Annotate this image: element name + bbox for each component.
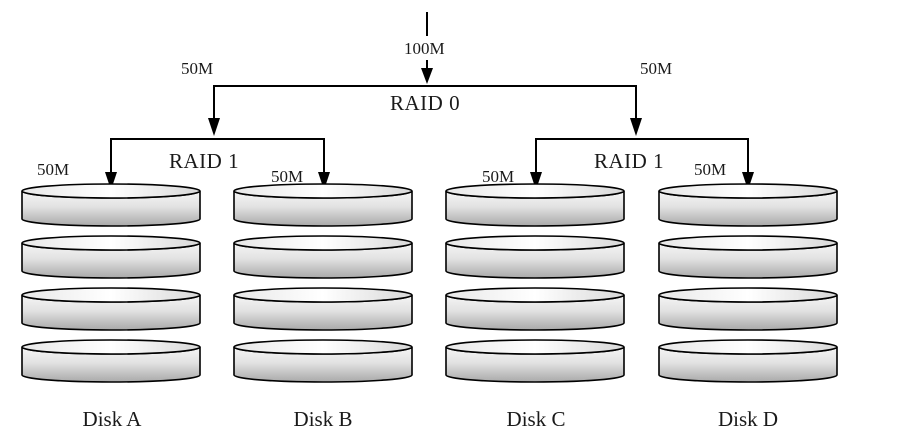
- disk-c-label: Disk C: [507, 407, 566, 431]
- disk-d-platter-1: [658, 183, 838, 227]
- disk-d-platter-2: [658, 235, 838, 279]
- raid1-group-1-label: RAID 1: [169, 149, 239, 173]
- disk-a-platter-1-top: [21, 183, 201, 199]
- disk-a-platter-4: [21, 339, 201, 383]
- disk-b-platter-4-top: [233, 339, 413, 355]
- disk-b-platter-3: [233, 287, 413, 331]
- disk-c-platter-2: [445, 235, 625, 279]
- raid1-1-right-arrow: [318, 172, 330, 190]
- raid1-group-1-left-size: 50M: [37, 160, 69, 179]
- raid0-label: RAID 0: [390, 91, 460, 115]
- disk-a-platter-2-top: [21, 235, 201, 251]
- disk-a-platter-1: [21, 183, 201, 227]
- disk-a-platter-3-top: [21, 287, 201, 303]
- raid0-right-size: 50M: [640, 59, 672, 78]
- raid0-connector: [208, 85, 642, 136]
- disk-d-platter-3: [658, 287, 838, 331]
- disk-b-stack: [233, 183, 413, 383]
- raid1-2-left-arrow: [530, 172, 542, 190]
- disk-c-stack: [445, 183, 625, 383]
- disk-d-stack: [658, 183, 838, 383]
- disk-a-platter-2: [21, 235, 201, 279]
- raid1-group-2-right-size: 50M: [694, 160, 726, 179]
- disk-b-label: Disk B: [294, 407, 353, 431]
- disk-a-platter-4-top: [21, 339, 201, 355]
- disk-d-platter-4: [658, 339, 838, 383]
- raid0-left-size: 50M: [181, 59, 213, 78]
- raid0-left-arrow: [208, 118, 220, 136]
- disk-d-label: Disk D: [718, 407, 778, 431]
- disk-d-platter-2-top: [658, 235, 838, 251]
- disk-a-stack: [21, 183, 201, 383]
- raid1-2-right-arrow: [742, 172, 754, 190]
- disk-a-platter-3: [21, 287, 201, 331]
- input-connector: [421, 12, 433, 84]
- disk-b-platter-1: [233, 183, 413, 227]
- disk-d-platter-1-top: [658, 183, 838, 199]
- disk-b-platter-2-top: [233, 235, 413, 251]
- disk-a-label: Disk A: [83, 407, 143, 431]
- raid1-group-1-right-size: 50M: [271, 167, 303, 186]
- disk-c-platter-1: [445, 183, 625, 227]
- raid1-group-1-connector: [105, 138, 330, 190]
- raid1-group-2-label: RAID 1: [594, 149, 664, 173]
- disk-c-platter-2-top: [445, 235, 625, 251]
- disk-d-platter-3-top: [658, 287, 838, 303]
- input-size-label: 100M: [404, 39, 445, 58]
- raid0-right-arrow: [630, 118, 642, 136]
- raid1-1-left-arrow: [105, 172, 117, 190]
- disk-c-platter-3-top: [445, 287, 625, 303]
- disk-b-platter-2: [233, 235, 413, 279]
- disk-b-platter-4: [233, 339, 413, 383]
- disk-d-platter-4-top: [658, 339, 838, 355]
- raid1-group-2-connector: [530, 138, 754, 190]
- disk-c-platter-3: [445, 287, 625, 331]
- input-arrow: [421, 68, 433, 84]
- disk-b-platter-3-top: [233, 287, 413, 303]
- disk-c-platter-4-top: [445, 339, 625, 355]
- disk-c-platter-1-top: [445, 183, 625, 199]
- disk-c-platter-4: [445, 339, 625, 383]
- raid1-group-2-left-size: 50M: [482, 167, 514, 186]
- disk-b-platter-1-top: [233, 183, 413, 199]
